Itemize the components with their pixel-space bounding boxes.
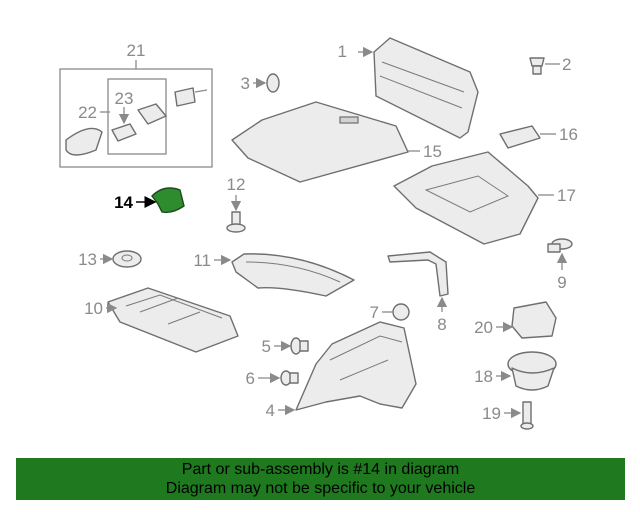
- callout-13[interactable]: 13: [78, 250, 97, 269]
- callout-4[interactable]: 4: [266, 401, 275, 420]
- callout-6[interactable]: 6: [246, 369, 255, 388]
- callout-11[interactable]: 11: [193, 251, 211, 270]
- callout-3[interactable]: 3: [241, 74, 250, 93]
- part-1: [358, 37, 479, 139]
- part-7: [382, 303, 410, 321]
- part-group-21: [59, 60, 213, 168]
- part-4: [278, 321, 417, 416]
- callout-21[interactable]: 21: [127, 41, 146, 60]
- callout-16[interactable]: 16: [559, 125, 578, 144]
- part-3: [253, 73, 280, 93]
- part-11: [214, 253, 355, 297]
- diagram-notice-banner: Part or sub-assembly is #14 in diagram D…: [16, 458, 625, 500]
- part-10: [106, 287, 239, 353]
- callout-23[interactable]: 23: [115, 89, 134, 108]
- socket-part: [137, 103, 167, 125]
- banner-line-part-number: Part or sub-assembly is #14 in diagram: [181, 461, 460, 478]
- callout-19[interactable]: 19: [482, 404, 501, 423]
- callout-12[interactable]: 12: [227, 175, 246, 194]
- callout-22[interactable]: 22: [78, 103, 97, 122]
- connector-part: [174, 87, 196, 107]
- part-9: [547, 238, 573, 270]
- bulb-part-23: [111, 123, 137, 142]
- lamp-lens-part-22: [65, 127, 103, 156]
- part-18: [496, 351, 557, 391]
- callout-8[interactable]: 8: [437, 315, 446, 334]
- part-6: [258, 370, 299, 386]
- callout-18[interactable]: 18: [474, 367, 493, 386]
- part-8: [387, 251, 449, 312]
- part-13: [100, 250, 142, 268]
- callout-2[interactable]: 2: [562, 55, 571, 74]
- callout-14[interactable]: 14: [114, 193, 133, 212]
- callout-10[interactable]: 10: [84, 299, 103, 318]
- part-14-highlighted[interactable]: [136, 187, 185, 214]
- part-17: [393, 151, 554, 245]
- callout-7[interactable]: 7: [370, 303, 379, 322]
- part-20: [496, 301, 557, 339]
- part-19: [504, 401, 534, 430]
- banner-line-disclaimer: Diagram may not be specific to your vehi…: [165, 480, 476, 497]
- part-5: [274, 337, 309, 355]
- part-12: [226, 195, 246, 233]
- callout-15[interactable]: 15: [423, 142, 442, 161]
- part-14-shape[interactable]: [151, 187, 185, 214]
- callout-1[interactable]: 1: [338, 42, 347, 61]
- callout-17[interactable]: 17: [557, 186, 576, 205]
- callout-9[interactable]: 9: [557, 273, 566, 292]
- part-15: [231, 101, 420, 183]
- part-2: [529, 57, 560, 75]
- callout-20[interactable]: 20: [474, 318, 493, 337]
- callout-5[interactable]: 5: [262, 337, 271, 356]
- part-16: [499, 125, 556, 149]
